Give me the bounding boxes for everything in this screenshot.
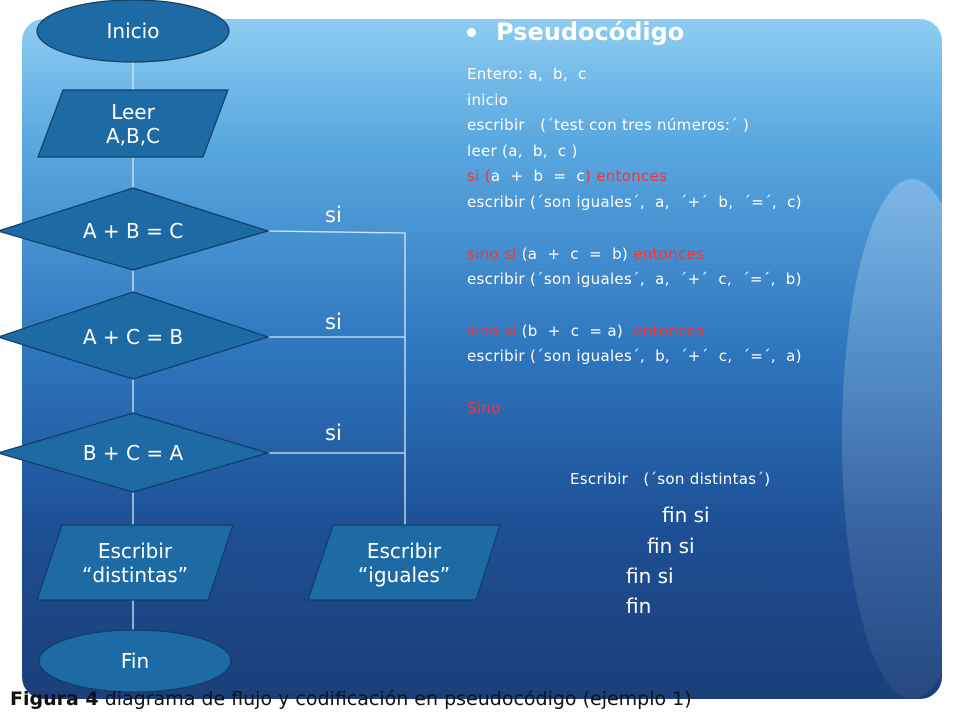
branch-label-2: si	[325, 310, 342, 334]
keyword-sino-si-2: sino si	[467, 321, 517, 340]
pseudocode-title: Pseudocódigo	[496, 18, 685, 46]
bullet-icon	[467, 27, 476, 37]
pseudocode-heading: Pseudocódigo	[467, 18, 927, 46]
fin-si-1: fin si	[662, 503, 710, 527]
caption-label: Figura 4	[10, 688, 99, 710]
output-distinct-line2: “distintas”	[82, 563, 188, 587]
decision-1	[0, 187, 271, 271]
code-line-2: inicio	[467, 90, 509, 109]
fin-end: fin	[626, 594, 652, 618]
condition-2: (a + c = b)	[516, 244, 634, 263]
branch-label-1: si	[325, 203, 342, 227]
decision-2-label: A + C = B	[82, 325, 184, 349]
pseudocode-block: Pseudocódigo Entero: a, b, c inicio escr…	[467, 18, 927, 422]
output-distinct-shape	[36, 524, 234, 601]
keyword-sino-si-1: sino si	[467, 244, 517, 263]
branch-label-3: si	[325, 421, 342, 445]
code-line-sino: Sino	[467, 398, 501, 417]
output-distinct-line1: Escribir	[97, 539, 173, 563]
condition-1: a + b = c	[490, 167, 585, 186]
connector-d1-equal	[267, 230, 406, 525]
code-line-9: sino si (b + c = a) entonces	[467, 319, 927, 345]
code-line-escribir-distintas: Escribir (´son distintas´)	[570, 470, 771, 488]
decision-3-label: B + C = A	[82, 441, 184, 465]
output-equal-line1: Escribir	[366, 539, 442, 563]
end-label: Fin	[120, 649, 150, 673]
output-distinct-label: Escribir “distintas”	[40, 530, 230, 596]
code-line-1: Entero: a, b, c	[467, 65, 587, 83]
input-label: Leer A,B,C	[38, 95, 228, 153]
output-equal-label: Escribir “iguales”	[310, 530, 498, 596]
code-line-10: escribir (´son iguales´, b, ´+´ c, ´=´, …	[467, 347, 802, 366]
decision-3	[0, 412, 271, 493]
start-label: Inicio	[106, 19, 160, 43]
code-line-4: leer (a, b, c )	[467, 141, 578, 160]
caption-text: diagrama de flujo y codificación en pseu…	[98, 688, 692, 710]
code-line-3: escribir (´test con tres números:´ )	[467, 116, 750, 135]
keyword-entonces-1: ) entonces	[584, 167, 668, 186]
start-terminal	[36, 0, 230, 63]
output-equal-shape	[307, 524, 501, 601]
figure-caption: Figura 4 diagrama de flujo y codificació…	[10, 688, 692, 710]
keyword-entonces-3: entonces	[633, 321, 705, 340]
fin-si-3: fin si	[626, 564, 674, 588]
fin-si-2: fin si	[647, 534, 695, 558]
decision-1-label: A + B = C	[82, 219, 184, 243]
keyword-si: si (	[467, 167, 491, 186]
code-line-7: sino si (a + c = b) entonces	[467, 242, 927, 268]
input-label-line2: A,B,C	[105, 124, 161, 148]
input-parallelogram	[37, 89, 229, 158]
condition-3: (b + c = a)	[516, 321, 634, 340]
code-line-6: escribir (´son iguales´, a, ´+´ b, ´=´, …	[467, 192, 802, 211]
code-line-5: si (a + b = c) entonces	[467, 164, 927, 190]
input-label-line1: Leer	[111, 100, 155, 124]
code-line-8: escribir (´son iguales´, a, ´+´ c, ´=´, …	[467, 270, 802, 289]
end-terminal	[38, 629, 232, 693]
output-equal-line2: “iguales”	[357, 563, 451, 587]
decision-2	[0, 291, 270, 380]
keyword-entonces-2: entonces	[633, 244, 705, 263]
